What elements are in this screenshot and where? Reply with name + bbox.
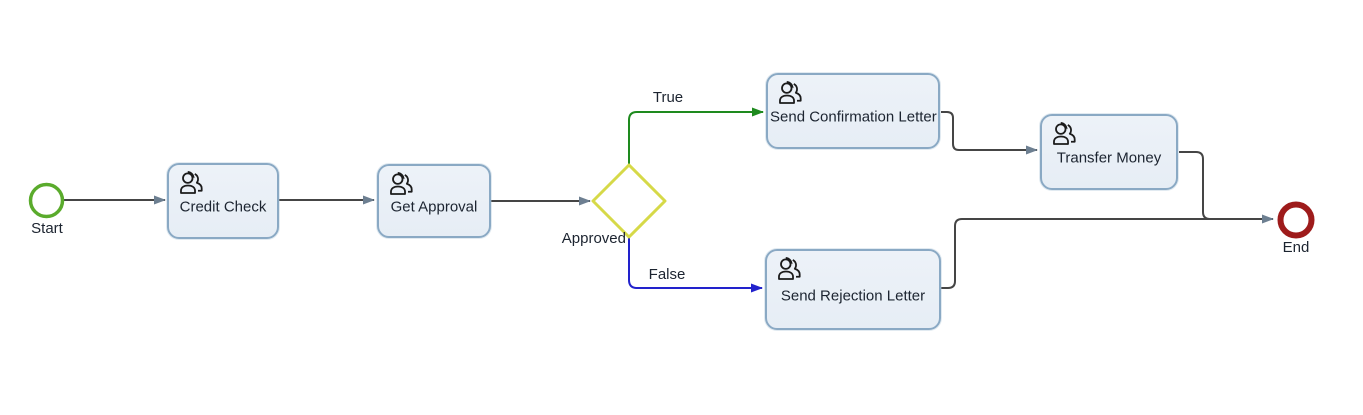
edge-transfer-money-to-end — [1179, 151, 1211, 220]
start-event-label: Start — [31, 220, 63, 237]
edge-label-true: True — [652, 89, 684, 106]
edge-gateway-true-to-send-confirmation — [628, 107, 764, 164]
task-send-confirmation-letter[interactable]: Send Confirmation Letter — [766, 73, 940, 149]
task-label: Send Confirmation Letter — [770, 108, 937, 126]
user-icon — [1050, 121, 1077, 146]
gateway-diamond[interactable] — [591, 163, 667, 239]
edge-send-rejection-to-end — [941, 214, 1274, 289]
task-label: Credit Check — [179, 198, 267, 216]
user-icon — [775, 256, 802, 281]
task-label: Send Rejection Letter — [780, 287, 926, 304]
user-icon — [387, 171, 414, 196]
end-event-label: End — [1282, 239, 1310, 256]
edge-label-false: False — [648, 266, 686, 283]
task-get-approval[interactable]: Get Approval — [377, 164, 491, 238]
task-label: Transfer Money — [1056, 149, 1162, 167]
gateway-label: Approved — [561, 230, 626, 247]
start-event-circle[interactable] — [28, 182, 65, 219]
task-transfer-money[interactable]: Transfer Money — [1040, 114, 1178, 190]
user-icon — [177, 170, 204, 195]
end-event-circle[interactable] — [1277, 201, 1315, 239]
edge-send-confirmation-to-transfer-money — [941, 111, 1038, 155]
task-label: Get Approval — [390, 198, 478, 216]
user-icon — [776, 80, 803, 105]
task-send-rejection-letter[interactable]: Send Rejection Letter — [765, 249, 941, 330]
task-credit-check[interactable]: Credit Check — [167, 163, 279, 239]
edge-gateway-false-to-send-rejection — [628, 238, 763, 293]
